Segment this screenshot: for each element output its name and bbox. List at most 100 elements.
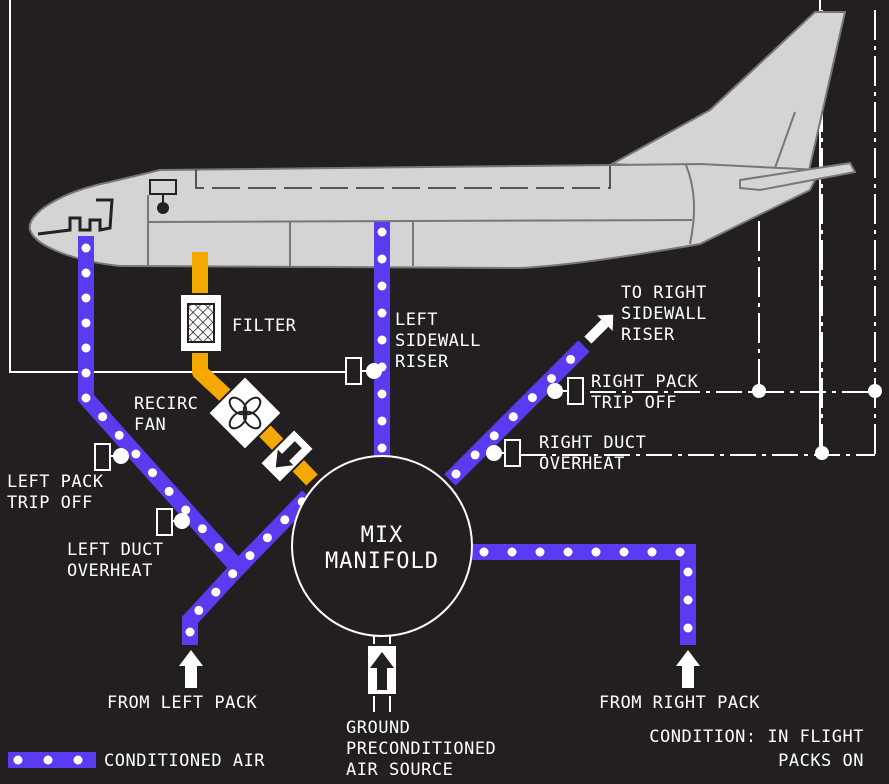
flow-dot: [508, 412, 518, 422]
vertical-stabilizer: [608, 11, 847, 177]
flow-dot: [683, 567, 693, 577]
condition-label: PACKS ON: [778, 751, 864, 771]
aft-bulkhead: [685, 164, 696, 245]
recirc-fan-icon: [206, 374, 284, 452]
left-sidewall-riser-label: LEFT: [395, 310, 438, 330]
flow-dot: [683, 595, 693, 605]
flow-dot: [81, 318, 91, 328]
flow-dot: [211, 587, 221, 597]
ground-air-label: AIR SOURCE: [346, 760, 453, 780]
junction-dot: [868, 384, 882, 398]
right-pack-duct: [472, 544, 696, 645]
left-sidewall-riser-label: SIDEWALL: [395, 331, 481, 351]
from-right-pack-arrow-icon: [676, 650, 700, 688]
fuselage: [28, 162, 822, 270]
right-duct-overheat-label: OVERHEAT: [539, 454, 625, 474]
horizontal-stabilizer: [739, 161, 857, 192]
flow-dot: [13, 755, 23, 765]
sensors: [94, 357, 584, 536]
flow-dot: [262, 533, 272, 543]
flow-dot: [563, 547, 573, 557]
ground-air-label: PRECONDITIONED: [346, 739, 496, 759]
to-right-riser-label: TO RIGHT: [621, 283, 707, 303]
flow-dot: [377, 389, 387, 399]
flow-dot: [647, 547, 657, 557]
flow-dot: [683, 623, 693, 633]
left-duct-overheat-label: LEFT DUCT: [67, 540, 164, 560]
flow-dot: [489, 431, 499, 441]
flow-dot: [81, 268, 91, 278]
right-pack-trip-label: RIGHT PACK: [591, 372, 699, 392]
flow-dot: [675, 547, 685, 557]
junction-dot: [752, 384, 766, 398]
flow-dot: [280, 515, 290, 525]
legend-label: CONDITIONED AIR: [104, 751, 265, 771]
flow-dot: [114, 430, 124, 440]
flow-dot: [214, 542, 224, 552]
flow-dot: [194, 605, 204, 615]
flow-dot: [197, 524, 207, 534]
flow-dot: [377, 416, 387, 426]
flow-dot: [81, 393, 91, 403]
filter: [179, 293, 223, 353]
flow-dot: [451, 469, 461, 479]
flow-dot: [535, 547, 545, 557]
flow-dot: [245, 551, 255, 561]
from-left-pack-arrow-icon: [179, 650, 203, 688]
flow-dot: [619, 547, 629, 557]
from-left-pack-label: FROM LEFT PACK: [107, 693, 258, 713]
mix-manifold-label: MANIFOLD: [325, 549, 439, 574]
sensor-bulb: [157, 202, 169, 214]
flow-dot: [43, 755, 53, 765]
flow-dot: [81, 243, 91, 253]
recirc-fan-label: FAN: [134, 415, 166, 435]
flow-dot: [591, 547, 601, 557]
to-right-riser-label: SIDEWALL: [621, 304, 707, 324]
ground-air-inlet: [366, 636, 398, 712]
flow-dot: [73, 755, 83, 765]
left-duct-overheat-sensor: [156, 508, 190, 536]
from-right-pack-label: FROM RIGHT PACK: [599, 693, 760, 713]
flow-dot: [470, 450, 480, 460]
mix-manifold: [291, 455, 473, 637]
left-pack-trip-sensor: [94, 443, 129, 471]
duct-flow-dots: [13, 227, 693, 765]
right-pack-trip-sensor: [547, 377, 584, 405]
left-pack-trip-label: TRIP OFF: [7, 493, 93, 513]
right-duct-overheat-sensor: [486, 439, 521, 467]
flow-dot: [148, 468, 157, 478]
flow-dot: [81, 343, 91, 353]
junction-dot: [815, 446, 829, 460]
left-sidewall-sensor: [345, 357, 382, 385]
flow-dot: [566, 354, 576, 364]
flow-dot: [81, 293, 91, 303]
right-pack-trip-label: TRIP OFF: [591, 393, 677, 413]
filter-label: FILTER: [232, 316, 297, 336]
flow-dot: [164, 486, 174, 496]
flow-dot: [377, 281, 387, 291]
recirc-fan-label: RECIRC: [134, 394, 198, 414]
to-right-riser-label: RISER: [621, 325, 675, 345]
flow-dot: [228, 569, 238, 579]
mix-manifold-label: MIX: [361, 523, 404, 548]
ground-air-label: GROUND: [346, 718, 410, 738]
flow-dot: [527, 393, 537, 403]
ceiling-duct: [195, 166, 611, 189]
flow-dot: [507, 547, 517, 557]
check-valve-arrow-icon: [258, 427, 316, 485]
flow-dot: [377, 443, 387, 453]
flow-dot: [81, 368, 91, 378]
airplane: [28, 11, 857, 270]
floor-line: [147, 219, 693, 223]
left-pack-duct: [182, 490, 314, 645]
flow-dot: [377, 335, 387, 345]
sensor-box: [149, 179, 177, 195]
flow-dot: [377, 254, 387, 264]
to-right-riser-arrow-icon: [584, 314, 614, 344]
cockpit-duct: [37, 198, 114, 236]
flow-dot: [181, 505, 191, 515]
left-duct-overheat-label: OVERHEAT: [67, 561, 153, 581]
tail-line: [774, 111, 796, 169]
